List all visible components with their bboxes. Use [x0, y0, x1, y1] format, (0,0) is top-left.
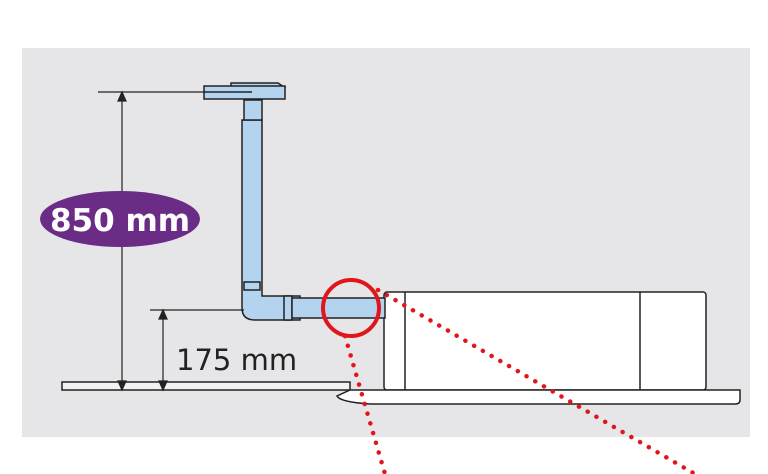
cassette-unit — [335, 291, 741, 405]
height-total-label: 850 mm — [50, 203, 190, 239]
drain-pipe — [203, 82, 386, 321]
highlight-circle — [321, 278, 381, 338]
ceiling-line — [61, 381, 351, 391]
highlight-zoom — [321, 278, 698, 474]
height-lift-label: 175 mm — [176, 343, 297, 377]
height-badge — [40, 191, 200, 247]
